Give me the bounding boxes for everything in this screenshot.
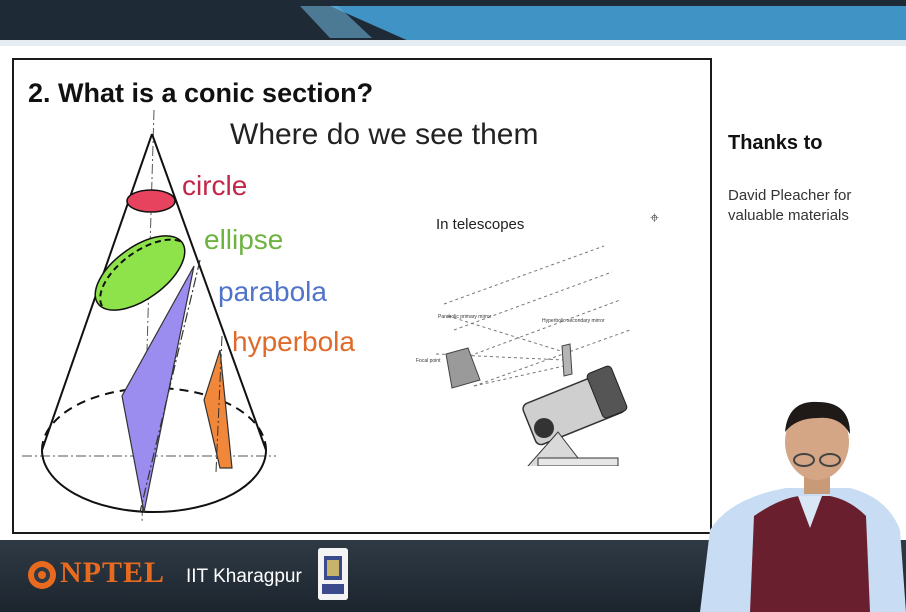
label-hyperbola: hyperbola bbox=[232, 326, 355, 357]
gear-icon bbox=[28, 561, 56, 589]
ellipse-section-back bbox=[99, 238, 183, 307]
thanks-body: David Pleacher for valuable materials bbox=[728, 187, 852, 224]
top-decorative-band bbox=[0, 0, 906, 46]
mouse-cursor-icon: ⌖ bbox=[650, 210, 660, 227]
nptel-logo-text: NPTEL bbox=[60, 556, 166, 589]
nptel-logo: NPTEL bbox=[26, 556, 176, 596]
primary-mirror bbox=[445, 347, 481, 389]
telescope-caption: In telescopes bbox=[436, 216, 525, 233]
cone-diagram bbox=[22, 109, 276, 523]
primary-mirror-label: Parabolic primary mirror bbox=[438, 314, 492, 320]
cone-right-side bbox=[151, 133, 267, 451]
secondary-mirror bbox=[561, 343, 573, 377]
circle-section bbox=[126, 189, 176, 213]
institute-name: IIT Kharagpur bbox=[186, 566, 302, 587]
slide-panel: 2. What is a conic section? Where do we … bbox=[12, 58, 712, 534]
focal-point-label: Focal point bbox=[416, 358, 441, 364]
iit-emblem-icon bbox=[318, 548, 348, 600]
telescope-diagram: Parabolic primary mirror Hyperbolic seco… bbox=[416, 245, 631, 466]
slide-subtitle: Where do we see them bbox=[230, 118, 539, 151]
label-parabola: parabola bbox=[218, 276, 327, 307]
secondary-mirror-label: Hyperbolic secondary mirror bbox=[542, 318, 605, 324]
presenter-video bbox=[700, 401, 906, 612]
telescope-body bbox=[522, 365, 628, 466]
thanks-heading: Thanks to bbox=[728, 132, 823, 154]
slide-title: 2. What is a conic section? bbox=[28, 78, 374, 108]
hyperbola-section bbox=[203, 349, 233, 469]
cone-base-front bbox=[41, 449, 267, 513]
label-ellipse: ellipse bbox=[204, 224, 284, 255]
label-circle: circle bbox=[182, 170, 248, 201]
ellipse-section bbox=[94, 235, 186, 311]
